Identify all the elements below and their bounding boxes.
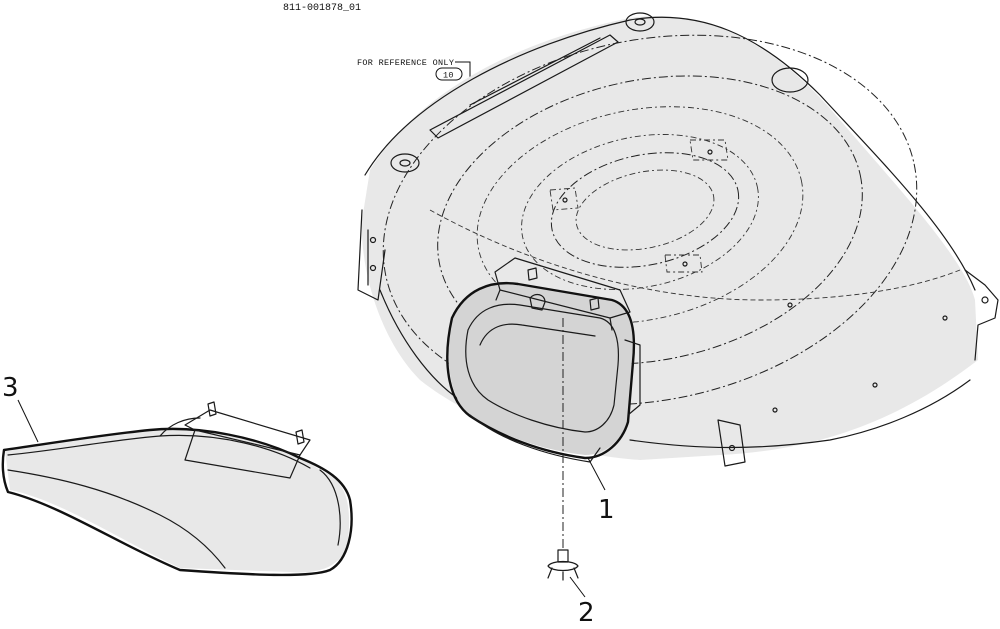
plug-clip-slot-2 (589, 297, 600, 311)
chute-hook-1 (207, 401, 217, 417)
deck-mount-tab-left (549, 187, 579, 211)
deck-motor-mount-ring (550, 152, 740, 268)
deck-rail-slot (469, 37, 601, 106)
deck-rivet-2 (872, 382, 878, 388)
deck-ring-outer (382, 34, 918, 406)
fastener-head (547, 560, 579, 572)
deck-ring-4 (521, 134, 759, 290)
chute-side-flange (319, 469, 341, 546)
deck-top-rim (364, 16, 976, 291)
reference-number-badge (435, 67, 463, 81)
chute-bracket-face (184, 429, 301, 479)
plug-handle-edge-left (495, 289, 501, 301)
deck-mount-tab-top (689, 139, 729, 161)
reference-number: 10 (443, 71, 454, 81)
chute-mount-bracket (184, 409, 311, 456)
callout-3-number: 3 (2, 373, 19, 403)
plug-latch (529, 293, 546, 311)
deck-rivet-3 (942, 315, 948, 321)
deck-ring-2 (437, 75, 863, 365)
deck-front-bracket (964, 269, 999, 361)
plug-body-fill (448, 284, 633, 455)
front-bracket-hole (981, 296, 989, 304)
deck-rivet-4 (787, 302, 793, 308)
drawing-code: 811-001878_01 (283, 3, 361, 14)
chute-outline (1, 427, 353, 577)
callout-1: 1 (587, 457, 615, 525)
fastener (547, 549, 579, 581)
chute-hook-2 (295, 429, 305, 445)
deck-skirt-left (379, 289, 461, 401)
side-discharge-chute (1, 401, 353, 577)
plug-inner-face (465, 303, 620, 433)
deck-skirt-front (629, 379, 971, 449)
deck-rivet-1 (772, 407, 778, 413)
deck-ring-3 (476, 106, 804, 324)
deck-bolt-hole-left (399, 159, 411, 167)
mount-hole-bottom (682, 261, 688, 267)
fastener-prongs (547, 567, 579, 581)
bracket-hole-1 (369, 236, 377, 244)
plug-handle-edge-right (609, 317, 613, 331)
plug-outer-outline (446, 282, 636, 460)
deck-side-tab (717, 419, 746, 467)
reference-note: FOR REFERENCE ONLY (357, 58, 454, 68)
deck-handle-rail (429, 34, 619, 139)
callout-1-leader (587, 457, 606, 491)
plug-bottom-lip (469, 414, 601, 463)
chute-fill (5, 429, 350, 573)
deck-bolt-boss-rear (625, 12, 655, 32)
plug-clip-slot-1 (527, 267, 538, 281)
plug-side-flange (624, 339, 641, 416)
deck-mount-tab-bottom (664, 254, 703, 273)
callout-2-number: 2 (578, 598, 595, 628)
callout-3: 3 (2, 373, 39, 443)
side-tab-hole (728, 444, 736, 452)
deck-wheel-boss (771, 67, 809, 93)
deck-bolt-hole-rear (634, 18, 646, 26)
chute-inner-curve (7, 469, 226, 569)
bracket-hole-2 (369, 264, 377, 272)
deck-motor-opening (575, 169, 715, 251)
mount-hole-left (562, 197, 568, 203)
callout-2: 2 (569, 576, 595, 628)
callout-1-number: 1 (598, 495, 615, 525)
mulch-plug (446, 257, 641, 463)
deck-hidden-edge (429, 209, 961, 301)
callout-2-leader (569, 576, 586, 598)
mount-hole-top (707, 149, 713, 155)
deck-rear-bracket (357, 209, 386, 301)
fastener-shank (557, 549, 569, 563)
deck-bolt-boss-left (390, 153, 420, 173)
plug-face-rib (479, 323, 596, 346)
callout-3-leader (17, 399, 39, 443)
